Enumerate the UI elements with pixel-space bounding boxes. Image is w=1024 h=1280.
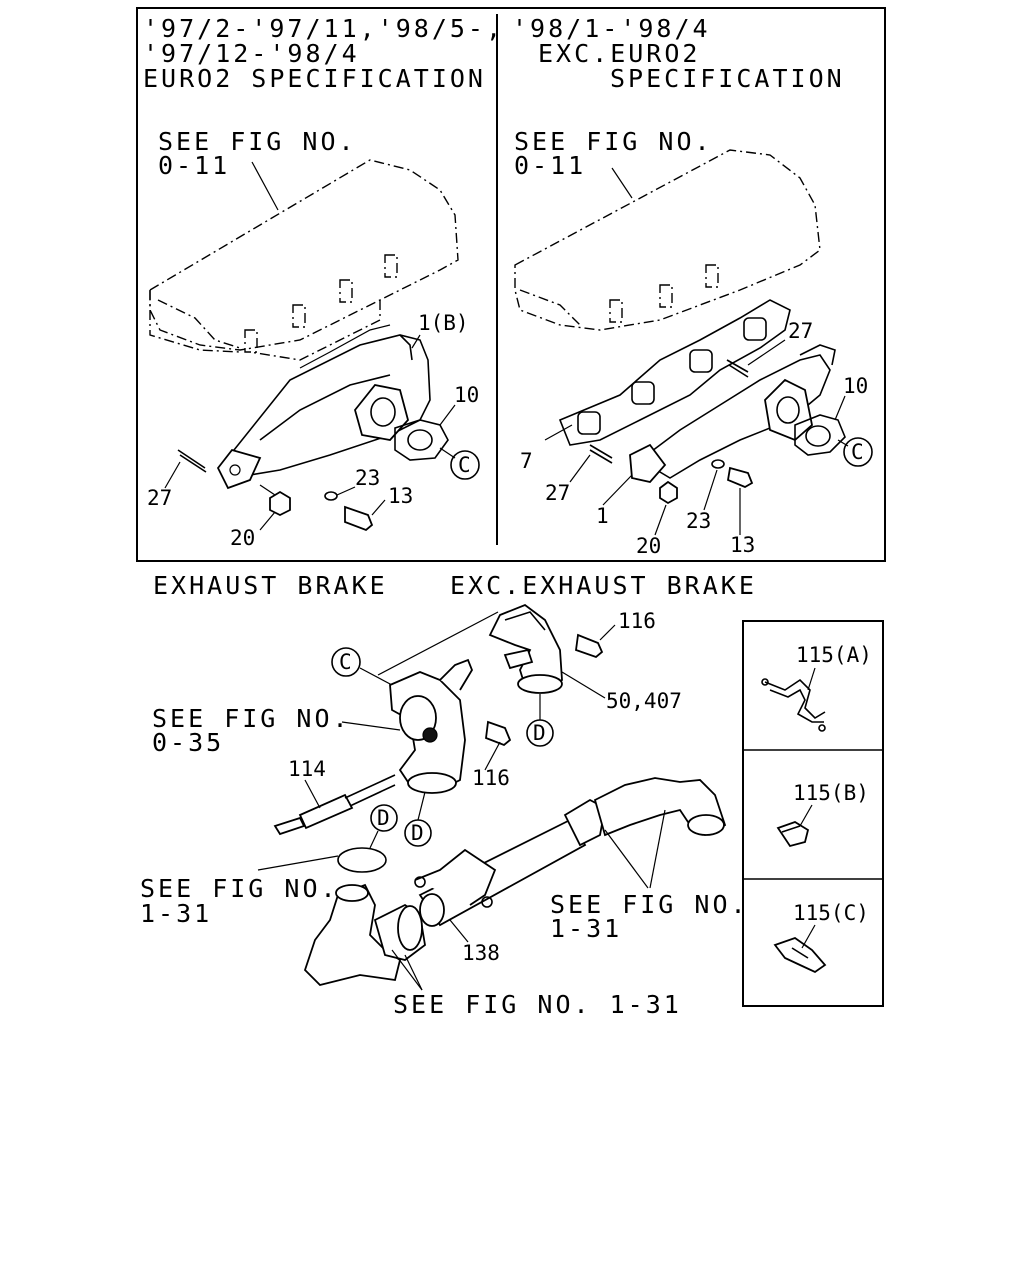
left-dates-line-1: '97/2-'97/11,'98/5-, <box>143 14 504 43</box>
right-dates-label: '98/1-'98/4 <box>512 14 711 43</box>
label-part-50-407: 50,407 <box>606 689 682 713</box>
see-fig-1-31-right-number: 1-31 <box>550 914 622 943</box>
front-exhaust-pipe <box>303 883 426 986</box>
right-spec-label: SPECIFICATION <box>610 64 845 93</box>
right-exhaust-manifold <box>589 344 846 505</box>
callout-d-lower: D <box>377 806 390 830</box>
label-part-23-left: 23 <box>355 466 380 490</box>
label-part-116-top: 116 <box>618 609 656 633</box>
label-part-10-right: 10 <box>843 374 868 398</box>
clamp-115a <box>761 678 826 732</box>
left-see-fig-label: SEE FIG NO. <box>158 127 357 156</box>
label-part-1b: 1(B) <box>418 311 469 335</box>
see-fig-1-31-bottom: SEE FIG NO. 1-31 <box>393 990 682 1019</box>
exhaust-pipe-138 <box>414 777 727 927</box>
label-part-23-right: 23 <box>686 509 711 533</box>
callout-c-left: C <box>458 453 471 477</box>
right-manifold-gasket <box>544 299 791 446</box>
left-cylinder-head <box>149 159 459 369</box>
label-part-115b: 115(B) <box>793 781 869 805</box>
clamp-115c <box>773 936 827 974</box>
label-part-115c: 115(C) <box>793 901 869 925</box>
label-part-20-right: 20 <box>636 534 661 558</box>
left-see-fig-number: 0-11 <box>158 151 230 180</box>
top-frame <box>136 7 886 562</box>
label-part-114: 114 <box>288 757 326 781</box>
label-part-10-left: 10 <box>454 383 479 407</box>
exc-exhaust-brake-label: EXC.EXHAUST BRAKE <box>450 571 757 600</box>
exhaust-elbow-pipe <box>488 603 604 694</box>
exhaust-brake-valve <box>389 658 512 794</box>
right-cylinder-head <box>514 149 821 331</box>
callout-c-lower: C <box>339 650 352 674</box>
exhaust-brake-label: EXHAUST BRAKE <box>153 571 388 600</box>
right-see-fig-label: SEE FIG NO. <box>514 127 713 156</box>
right-see-fig-number: 0-11 <box>514 151 586 180</box>
callout-c-right: C <box>851 440 864 464</box>
callout-d-top: D <box>533 721 546 745</box>
label-part-116-mid: 116 <box>472 766 510 790</box>
see-fig-1-31-right-label: SEE FIG NO. <box>550 890 749 919</box>
label-part-115a: 115(A) <box>796 643 872 667</box>
label-part-13-right: 13 <box>730 533 755 557</box>
label-part-20-left: 20 <box>230 526 255 550</box>
left-spec-label: EURO2 SPECIFICATION <box>143 64 486 93</box>
right-exc-label: EXC.EURO2 <box>538 39 700 68</box>
label-part-27-left: 27 <box>147 486 172 510</box>
clamp-variants-box <box>742 620 884 1007</box>
label-part-13-left: 13 <box>388 484 413 508</box>
see-fig-1-31-left-number: 1-31 <box>140 899 212 928</box>
clamp-115b <box>776 821 810 848</box>
label-part-27-right-top: 27 <box>788 319 813 343</box>
callout-d-mid: D <box>411 821 424 845</box>
label-part-7: 7 <box>520 449 533 473</box>
actuator-cylinder <box>273 774 396 836</box>
left-exhaust-manifold <box>177 334 449 532</box>
label-part-138: 138 <box>462 941 500 965</box>
see-fig-0-35-number: 0-35 <box>152 728 224 757</box>
see-fig-0-35-label: SEE FIG NO. <box>152 704 351 733</box>
label-part-27-right: 27 <box>545 481 570 505</box>
label-part-1: 1 <box>596 504 609 528</box>
see-fig-1-31-left-label: SEE FIG NO. <box>140 874 339 903</box>
left-dates-line-2: '97/12-'98/4 <box>143 39 360 68</box>
